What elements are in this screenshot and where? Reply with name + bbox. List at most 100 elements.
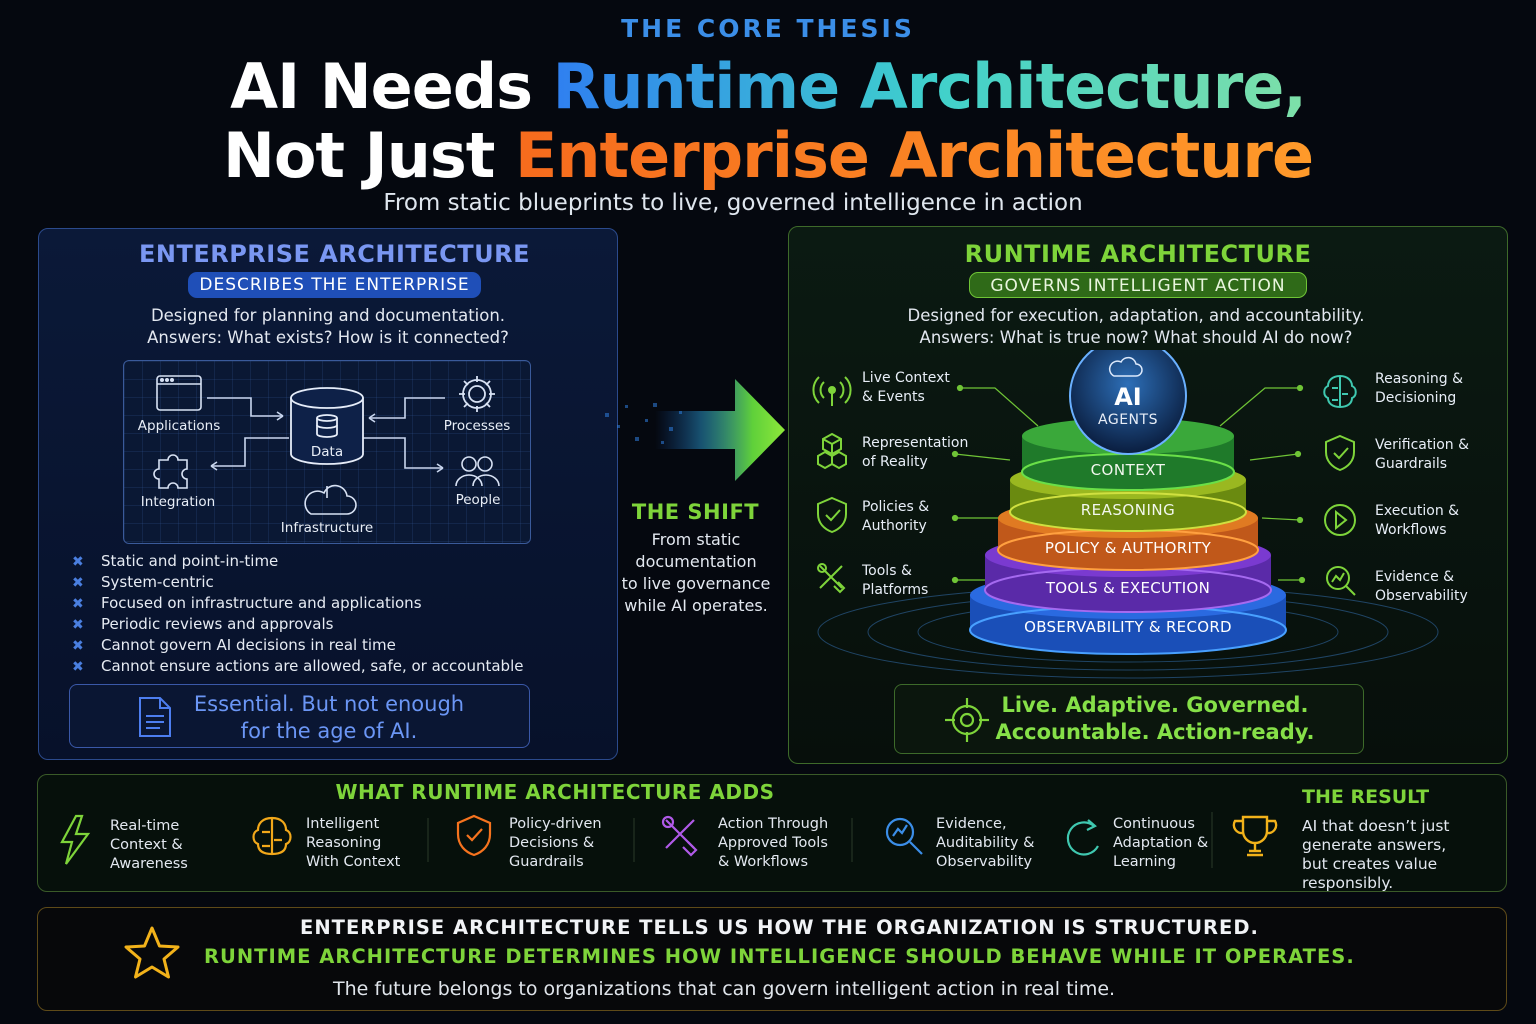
enterprise-title: ENTERPRISE ARCHITECTURE <box>138 240 531 268</box>
bottom-panel <box>37 907 1507 1011</box>
ea-bullet-text: Cannot govern AI decisions in real time <box>101 636 396 654</box>
bottom-line-2: RUNTIME ARCHITECTURE DETERMINES HOW INTE… <box>204 945 1355 968</box>
side-label-line: Tools & <box>862 563 912 579</box>
shield-check-icon <box>817 496 847 534</box>
label-people: People <box>455 492 501 508</box>
runtime-right-icons <box>1323 374 1357 596</box>
add-label-line: Intelligent <box>306 816 380 832</box>
label-infrastructure: Infrastructure <box>280 520 374 536</box>
target-icon <box>945 698 989 742</box>
add-label-line: Policy-driven <box>509 816 602 832</box>
puzzle-icon <box>153 454 188 489</box>
layer-label-tools: TOOLS & EXECUTION <box>1045 579 1211 597</box>
ea-bullet-text: System-centric <box>101 573 214 591</box>
add-label-line: Context & <box>110 837 183 853</box>
signal-icon <box>812 376 852 406</box>
side-label-line: & Events <box>862 389 925 405</box>
add-label-line: Evidence, <box>936 816 1007 832</box>
adds-icons <box>60 812 1213 868</box>
enterprise-pill: DESCRIBES THE ENTERPRISE <box>188 272 481 298</box>
side-label-line: Observability <box>1375 588 1468 604</box>
layer-label-observability: OBSERVABILITY & RECORD <box>1024 618 1232 636</box>
connector-integration <box>211 437 289 467</box>
runtime-right-item-4: Evidence &Observability <box>1375 568 1468 606</box>
add-label-line: Approved Tools <box>718 835 828 851</box>
result-text-line: responsibly. <box>1302 874 1394 892</box>
label-integration: Integration <box>140 494 216 510</box>
shift-arrow <box>605 379 785 481</box>
x-icon: ✖ <box>72 596 84 612</box>
add-label-line: Action Through <box>718 816 829 832</box>
side-label-line: Platforms <box>862 582 929 598</box>
cloud-icon <box>304 484 357 515</box>
runtime-right-item-3: Execution &Workflows <box>1375 502 1459 540</box>
ea-bullet-6: ✖Cannot ensure actions are allowed, safe… <box>72 657 523 678</box>
headline-plain-1: AI Needs <box>230 50 553 123</box>
runtime-pill: GOVERNS INTELLIGENT ACTION <box>969 272 1307 298</box>
layer-label-reasoning: REASONING <box>1080 501 1176 519</box>
connector-lines <box>951 384 1306 584</box>
ea-bullet-text: Periodic reviews and approvals <box>101 615 334 633</box>
add-label-line: Adaptation & <box>1113 835 1209 851</box>
add-label-line: Decisions & <box>509 835 595 851</box>
shift-text-line: to live governance <box>621 574 771 593</box>
add-label-line: Reasoning <box>306 835 382 851</box>
connector-applications <box>207 397 283 417</box>
subtitle: From static blueprints to live, governed… <box>383 190 1083 216</box>
side-label-line: Decisioning <box>1375 390 1457 406</box>
label-applications: Applications <box>137 418 221 434</box>
x-icon: ✖ <box>72 659 84 675</box>
x-icon: ✖ <box>72 617 84 633</box>
runtime-left-item-3: Policies &Authority <box>862 498 929 536</box>
refresh-icon <box>1066 819 1099 856</box>
result-text-line: AI that doesn’t just <box>1302 817 1450 835</box>
headline-highlight-2: Enterprise Architecture <box>515 119 1314 192</box>
layer-context <box>1021 418 1235 491</box>
shift-text-line: From static <box>651 530 741 549</box>
magnifier-chart-icon <box>1326 566 1356 596</box>
tools-icon <box>661 815 698 857</box>
enterprise-note <box>69 684 530 748</box>
enterprise-note-line-2: for the age of AI. <box>240 719 418 743</box>
enterprise-note-line-1: Essential. But not enough <box>193 692 465 716</box>
headline-line-1: AI Needs Runtime Architecture, <box>0 50 1536 124</box>
enterprise-desc-2: Answers: What exists? How is it connecte… <box>147 328 509 347</box>
result-text: AI that doesn’t just generate answers, b… <box>1302 817 1502 893</box>
people-icon <box>455 456 500 487</box>
side-label-line: Reasoning & <box>1375 371 1464 387</box>
label-data: Data <box>310 444 344 460</box>
side-label-line: Verification & <box>1375 437 1470 453</box>
headline-highlight-1: Runtime Architecture, <box>552 50 1307 123</box>
ea-bullet-5: ✖Cannot govern AI decisions in real time <box>72 636 396 657</box>
runtime-note-text: Live. Adaptive. Governed. Accountable. A… <box>960 692 1350 746</box>
headline-line-2: Not Just Enterprise Architecture <box>0 119 1536 193</box>
layer-label-context: CONTEXT <box>1090 461 1166 479</box>
shift-text-line: documentation <box>635 552 757 571</box>
add-label-line: & Workflows <box>718 854 809 870</box>
side-label-line: Live Context <box>862 370 950 386</box>
add-label-line: Auditability & <box>936 835 1035 851</box>
runtime-desc-2: Answers: What is true now? What should A… <box>919 328 1353 347</box>
runtime-note-line: Live. Adaptive. Governed. <box>1001 693 1309 717</box>
bottom-line-1: ENTERPRISE ARCHITECTURE TELLS US HOW THE… <box>300 916 1259 939</box>
shift-text-line: while AI operates. <box>624 596 768 615</box>
runtime-left-item-1: Live Context & Events <box>862 369 950 407</box>
kicker: THE CORE THESIS <box>621 14 915 43</box>
brain-icon <box>252 816 292 856</box>
lightning-icon <box>60 814 91 865</box>
layer-label-policy: POLICY & AUTHORITY <box>1044 539 1212 557</box>
ea-bullet-text: Focused on infrastructure and applicatio… <box>101 594 422 612</box>
runtime-desc-1: Designed for execution, adaptation, and … <box>907 306 1365 325</box>
star-icon <box>124 926 180 979</box>
x-icon: ✖ <box>72 575 84 591</box>
runtime-left-item-4: Tools & Platforms <box>862 562 928 600</box>
add-label-line: Continuous <box>1113 816 1195 832</box>
runtime-left-icons <box>812 376 852 594</box>
cloud-icon <box>1108 356 1143 377</box>
x-icon: ✖ <box>72 554 84 570</box>
